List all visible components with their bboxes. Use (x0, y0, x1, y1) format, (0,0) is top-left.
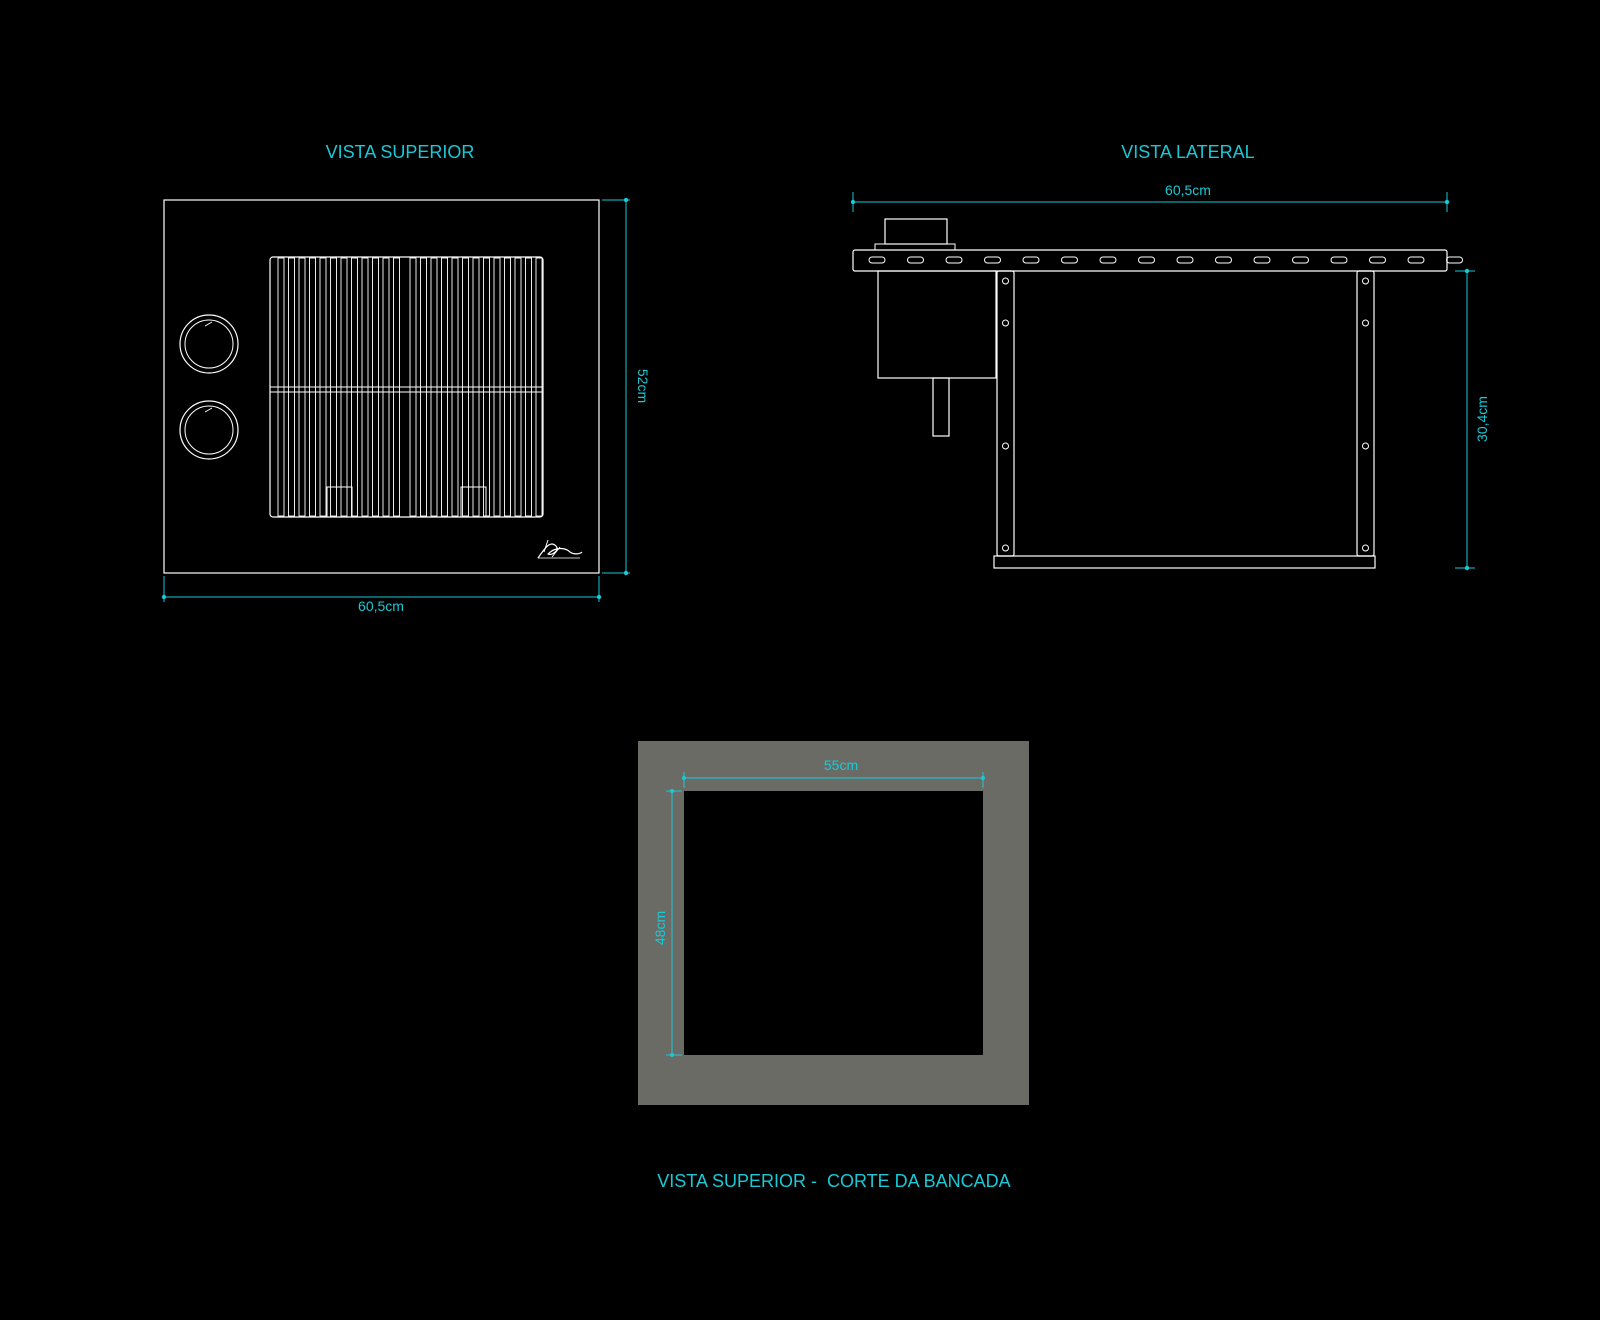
screw-hole (1002, 277, 1009, 285)
rail-slot (1407, 256, 1425, 264)
grill-plate-outline (163, 199, 600, 574)
brand-logo-signature-icon (537, 539, 583, 559)
grate-bar (277, 257, 285, 517)
rail-slot (1022, 256, 1040, 264)
grill-grate (269, 256, 544, 518)
grate-bar (351, 257, 358, 517)
grate-bar (288, 257, 295, 517)
screw-hole (1002, 544, 1009, 552)
grate-bar (514, 257, 522, 517)
rail-slot (1292, 256, 1309, 264)
leg-screw-holes (1002, 277, 1369, 552)
top-view-depth-dimension (602, 197, 630, 576)
top-view-title: VISTA SUPERIOR (326, 142, 475, 162)
screw-hole (1002, 442, 1009, 450)
cutout-depth-dimension (666, 789, 682, 1057)
rail-slot (1446, 256, 1463, 264)
cutout-depth-label: 48cm (652, 911, 668, 945)
control-knob-icon (179, 400, 239, 460)
side-legs (993, 270, 1376, 569)
rail-slot (984, 256, 1001, 264)
grate-bar (372, 257, 379, 517)
grate-bar (409, 257, 417, 517)
rail-slot (868, 256, 886, 264)
grate-bar (420, 257, 427, 517)
screw-hole (1362, 442, 1369, 450)
grate-bar (535, 257, 543, 517)
screw-hole (1362, 319, 1369, 327)
grate-bar (462, 257, 469, 517)
side-view-title: VISTA LATERAL (1121, 142, 1254, 162)
side-view-height-label: 30,4cm (1474, 396, 1490, 442)
screw-hole (1002, 319, 1009, 327)
rail-slot (1369, 256, 1386, 264)
rail-slot (1099, 256, 1117, 264)
rail-slot (1061, 256, 1078, 264)
grate-bar (340, 257, 348, 517)
top-view-width-label: 60,5cm (358, 598, 404, 614)
rail-slot (1176, 256, 1194, 264)
countertop-cutout-view: 55cm 48cm VISTA SUPERIOR - CORTE DA BANC… (638, 741, 1029, 1191)
side-view-width-dimension (850, 192, 1450, 212)
grate-bar (441, 257, 448, 517)
countertop-cutout (684, 791, 983, 1055)
grate-bar (430, 257, 438, 517)
side-view-width-label: 60,5cm (1165, 182, 1211, 198)
rail-slot (907, 256, 924, 264)
grate-bar (393, 257, 400, 517)
rail-slot (1253, 256, 1271, 264)
grate-bar (361, 257, 369, 517)
top-view-depth-label: 52cm (635, 369, 651, 403)
grate-bar (330, 257, 337, 517)
grate-bar (298, 257, 306, 517)
cutout-width-dimension (682, 772, 985, 788)
rail-slot (945, 256, 963, 264)
screw-hole (1362, 544, 1369, 552)
rail-slot (1215, 256, 1232, 264)
gas-inlet-pipe (932, 377, 950, 437)
grate-bar (451, 257, 459, 517)
top-view-width-dimension (161, 576, 602, 602)
grate-bar (472, 257, 480, 517)
side-view-height-dimension (1455, 268, 1475, 571)
grate-bar (319, 257, 327, 517)
control-knob-icon (179, 314, 239, 374)
grate-bar (483, 257, 490, 517)
cutout-view-title: VISTA SUPERIOR - CORTE DA BANCADA (657, 1171, 1010, 1191)
grate-bar (382, 257, 390, 517)
side-rail (852, 249, 1463, 272)
cutout-width-label: 55cm (824, 757, 858, 773)
grate-bar (309, 257, 316, 517)
rail-slot (1330, 256, 1348, 264)
side-view: VISTA LATERAL 60,5cm (850, 142, 1490, 571)
grate-bar (493, 257, 501, 517)
rail-slot (1138, 256, 1155, 264)
screw-hole (1362, 277, 1369, 285)
grate-bar (525, 257, 532, 517)
grate-bar (504, 257, 511, 517)
top-view: VISTA SUPERIOR (161, 142, 651, 614)
